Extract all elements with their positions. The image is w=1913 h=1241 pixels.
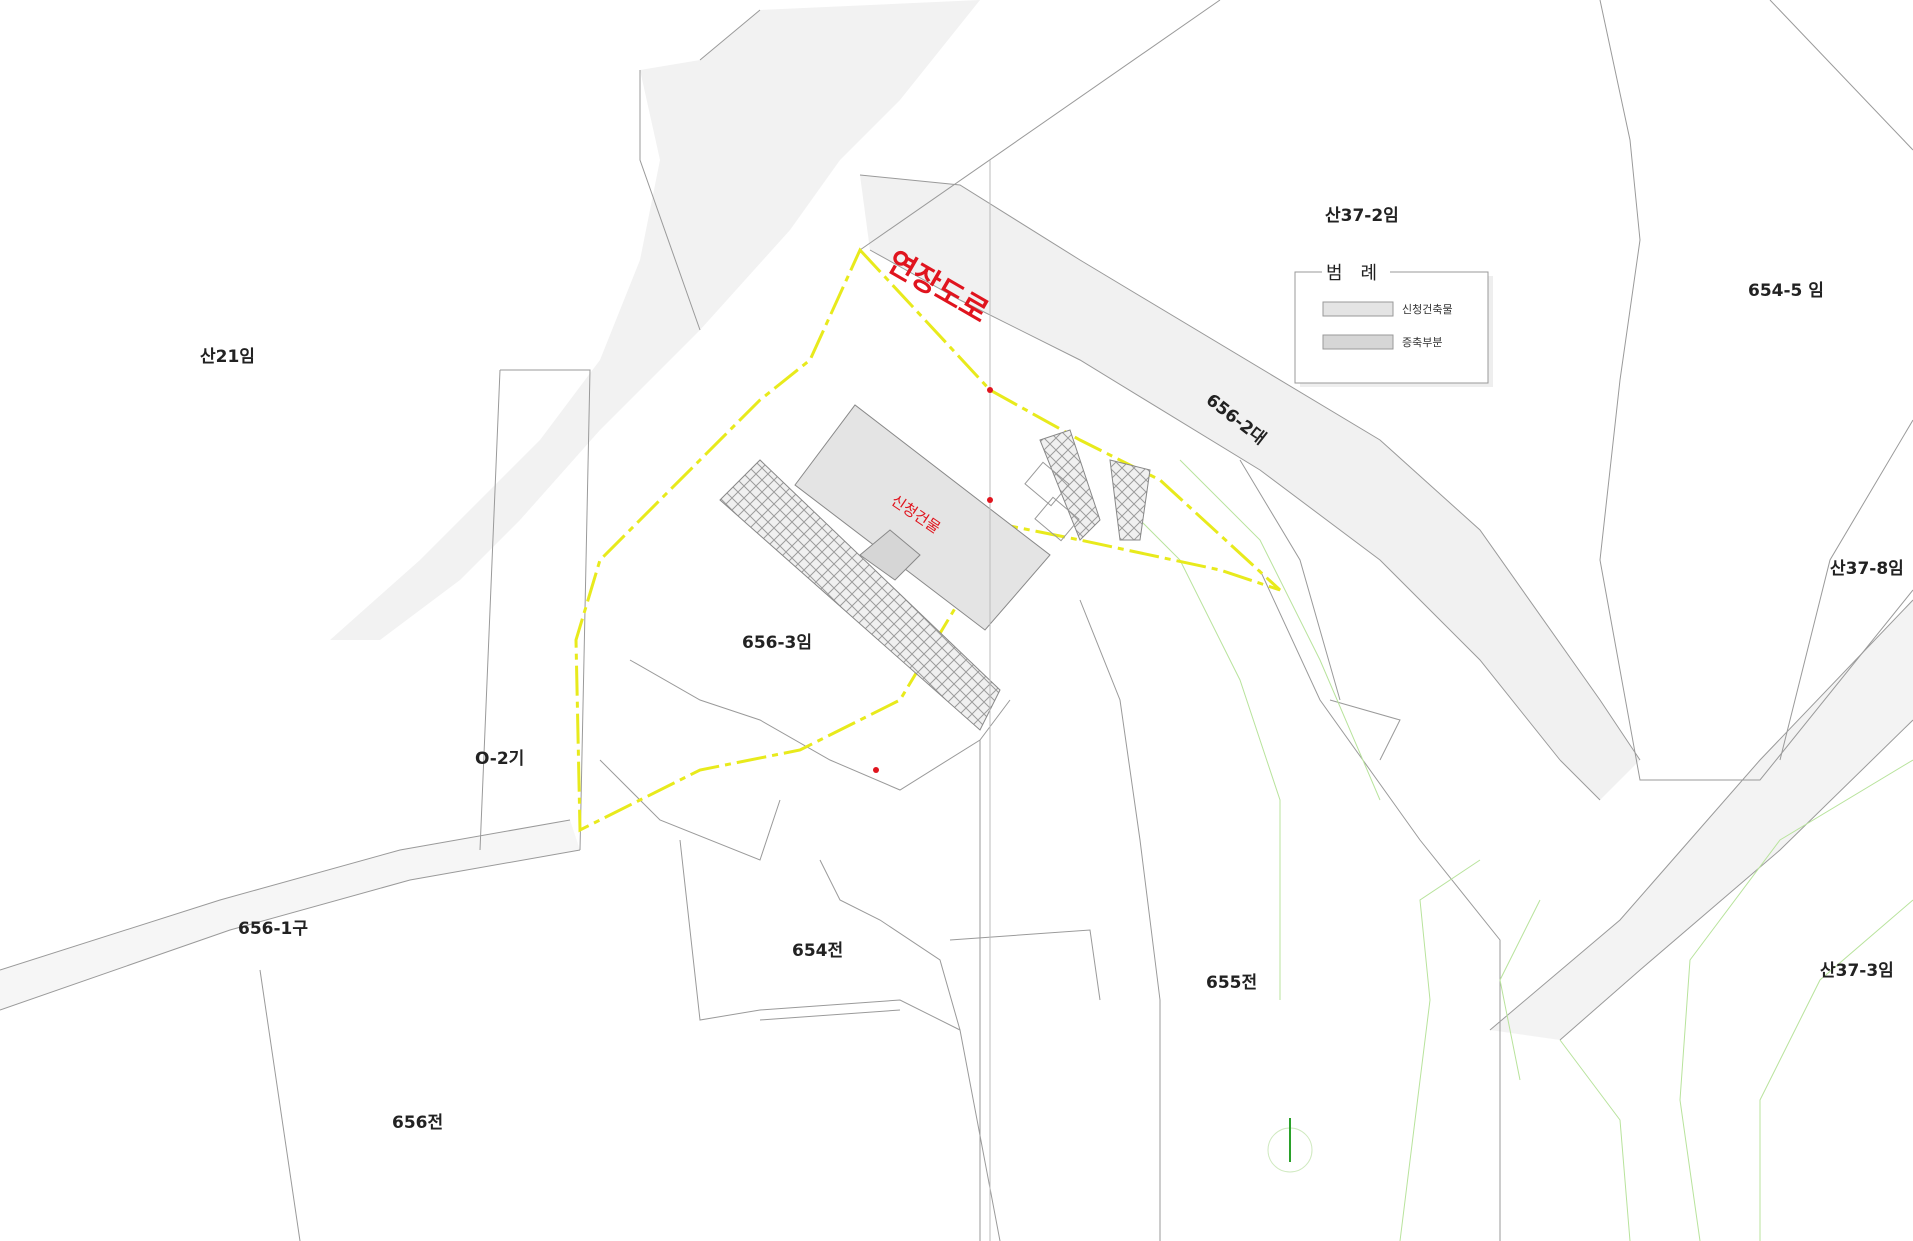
parcel-655: 655전: [1206, 973, 1257, 993]
parcel-san37-3: 산37-3임: [1820, 960, 1894, 981]
parcel-656-1: 656-1구: [238, 919, 308, 939]
parcel-656-3: 656-3임: [742, 632, 812, 653]
parcel-san37-2: 산37-2임: [1325, 205, 1399, 226]
parcel-san21: 산21임: [200, 346, 255, 367]
legend-swatch-new-building: [1322, 301, 1394, 317]
legend-label-extension: 증축부분: [1402, 336, 1442, 349]
legend-label-new-building: 신청건축물: [1402, 303, 1453, 316]
existing-road: [330, 0, 1913, 1040]
slope-areas: [719, 429, 1151, 731]
legend: 범례 신청건축물 증축부분: [1294, 262, 1493, 387]
proposed-building: [794, 404, 1080, 631]
parcel-san37-8: 산37-8임: [1830, 558, 1904, 579]
parcel-o-2: O-2기: [475, 749, 524, 769]
legend-title: 범례: [1326, 263, 1395, 284]
parcel-654: 654전: [792, 941, 843, 961]
legend-swatch-extension: [1322, 334, 1394, 350]
dimension-line: [873, 160, 993, 1241]
parcel-656: 656전: [392, 1113, 443, 1133]
site-boundary: [574, 247, 1282, 833]
contour-lines: [1119, 459, 1913, 1241]
north-arrow-icon: [1267, 1118, 1313, 1173]
parcel-654-5: 654-5 임: [1748, 280, 1824, 301]
